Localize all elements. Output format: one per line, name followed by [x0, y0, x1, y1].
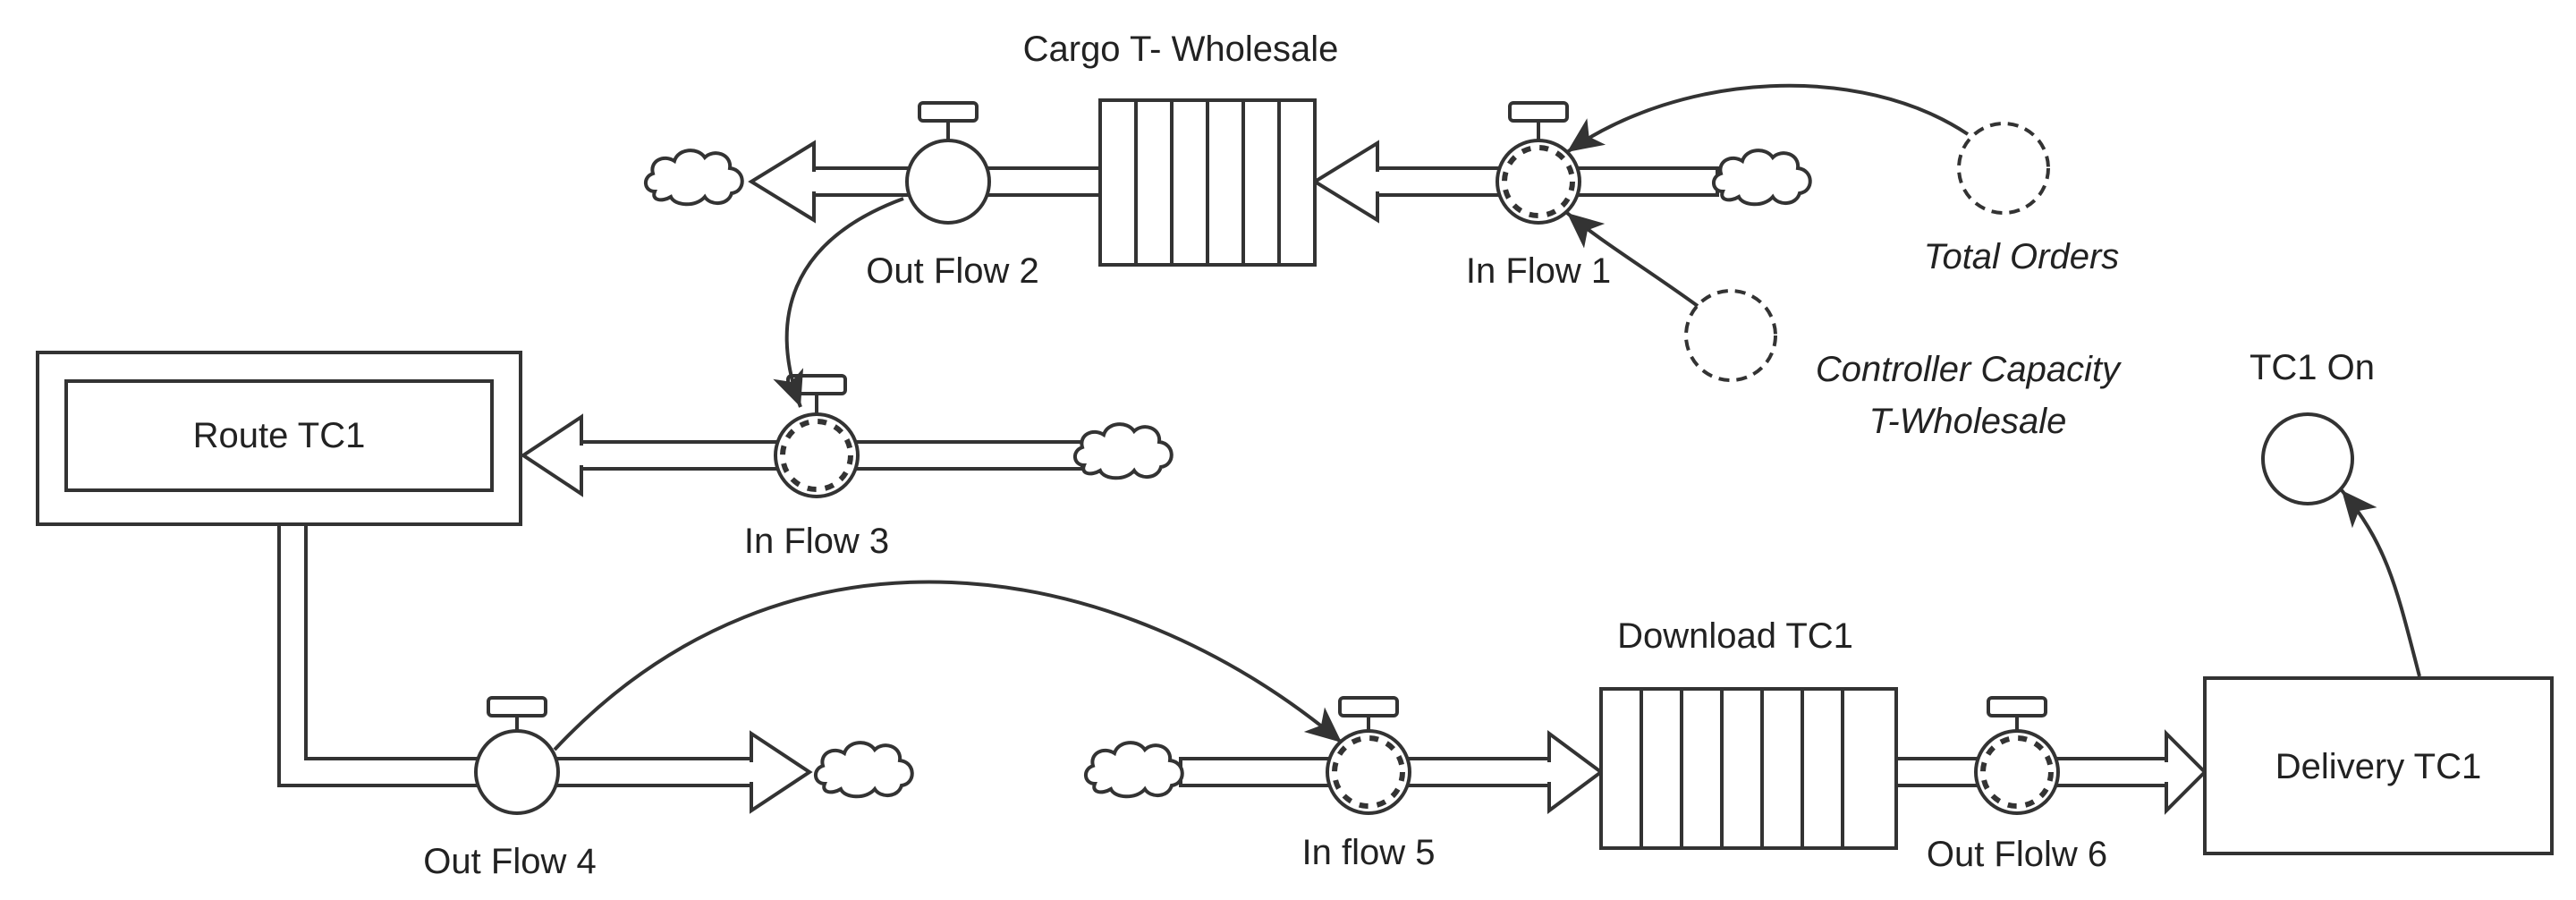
stock-route-tc1[interactable]: [36, 351, 522, 526]
aux-label-tc1-on: TC1 On: [2250, 348, 2375, 387]
aux-label-total-orders: Total Orders: [1924, 237, 2120, 276]
connector-delivery-to-tc1-on: [2340, 488, 2421, 677]
valve-out-flow-4[interactable]: [474, 696, 560, 815]
stock-delivery-tc1[interactable]: [2203, 676, 2554, 855]
connector-out-flow-4-to-in-flow-5: [553, 580, 1343, 751]
cloud-icon: [1072, 422, 1174, 480]
flow-label-out-flow-2: Out Flow 2: [866, 251, 1038, 291]
cloud-icon: [1083, 741, 1184, 799]
flow-label-out-flow-6: Out Flolw 6: [1927, 835, 2107, 874]
pipe-out-flow-4: [277, 526, 813, 814]
valve-in-flow-3[interactable]: [774, 374, 860, 498]
stock-download-tc1[interactable]: [1599, 687, 1898, 850]
stock-label-download: Download TC1: [1617, 616, 1853, 656]
valve-in-flow-1[interactable]: [1496, 101, 1581, 225]
stock-label-delivery: Delivery TC1: [2275, 747, 2481, 786]
flow-label-out-flow-4: Out Flow 4: [423, 842, 596, 881]
aux-label-controller-capacity-2: T-Wholesale: [1869, 402, 2067, 441]
flow-label-in-flow-3: In Flow 3: [744, 522, 889, 561]
aux-total-orders[interactable]: [1957, 122, 2050, 215]
stock-label-cargo: Cargo T- Wholesale: [1023, 30, 1339, 69]
stock-label-route: Route TC1: [193, 416, 366, 455]
connector-out-flow-2-to-in-flow-3: [773, 197, 904, 408]
connector-capacity-to-in-flow-1: [1565, 211, 1699, 308]
connector-total-orders-to-in-flow-1: [1565, 83, 1970, 154]
valve-in-flow-5[interactable]: [1326, 696, 1411, 815]
cloud-icon: [1711, 149, 1812, 207]
aux-label-controller-capacity-1: Controller Capacity: [1816, 350, 2123, 389]
aux-tc1-on[interactable]: [2261, 412, 2354, 505]
valve-out-flow-2[interactable]: [905, 101, 991, 225]
stock-cargo-t-wholesale[interactable]: [1098, 98, 1317, 267]
cloud-icon: [813, 741, 914, 799]
aux-controller-capacity[interactable]: [1684, 289, 1777, 382]
flow-label-in-flow-1: In Flow 1: [1466, 251, 1611, 291]
flow-label-in-flow-5: In flow 5: [1302, 833, 1436, 872]
valve-out-flow-6[interactable]: [1974, 696, 2060, 815]
cloud-icon: [643, 149, 744, 207]
